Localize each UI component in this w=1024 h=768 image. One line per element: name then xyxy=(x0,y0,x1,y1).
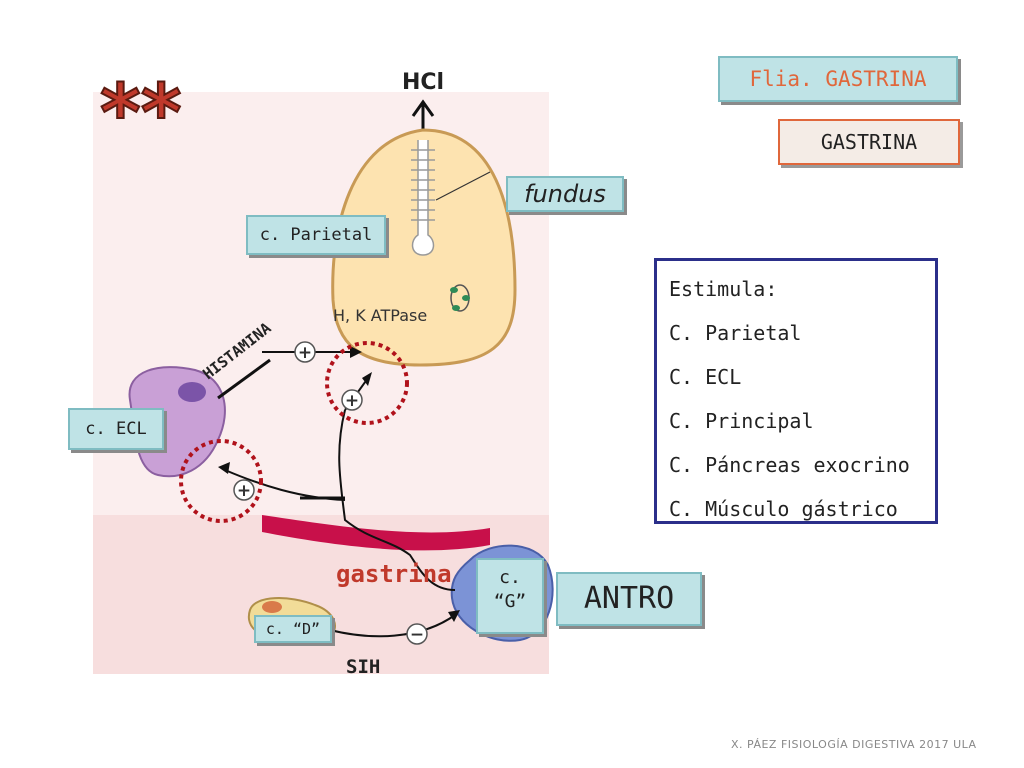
minus-symbol-sih: − xyxy=(406,623,428,645)
asterisks-mark: ** xyxy=(100,69,182,159)
parietal-cell-label-box: c. Parietal xyxy=(246,215,386,255)
gastrin-family-box: Flia. GASTRINA xyxy=(718,56,958,102)
svg-text:−: − xyxy=(410,625,424,645)
fundus-pointer-line xyxy=(435,171,491,201)
atpase-label: H, K ATPase xyxy=(333,306,428,325)
d-cell-nucleus xyxy=(262,601,282,613)
hcl-arrowhead xyxy=(411,99,435,117)
gastrin-to-ecl-arrowhead xyxy=(218,462,230,474)
stimulates-title: Estimula: xyxy=(669,277,778,301)
sih-label: SIH xyxy=(346,656,381,678)
stimulates-item: C. Principal xyxy=(669,409,814,433)
ecl-cell-label-box: c. ECL xyxy=(68,408,164,450)
plus-symbol-ecl: + xyxy=(233,479,255,501)
gastrin-to-parietal-arrowhead xyxy=(362,372,372,386)
blood-vessel xyxy=(262,515,490,551)
svg-text:+: + xyxy=(237,481,251,501)
d-cell-label-box: c. “D” xyxy=(254,615,332,643)
g-cell-label-line-1: c. xyxy=(499,567,521,588)
g-cell-label-box: c. “G” xyxy=(476,558,544,634)
stimulates-item: C. ECL xyxy=(669,365,742,389)
canaliculus-microvilli xyxy=(411,149,435,221)
svg-text:+: + xyxy=(298,343,312,363)
ecl-nucleus xyxy=(178,382,206,402)
footer-credit: X. PÁEZ FISIOLOGÍA DIGESTIVA 2017 ULA xyxy=(731,738,977,751)
highlight-circle-parietal xyxy=(325,341,409,425)
fundus-label-box: fundus xyxy=(506,176,624,212)
sih-pathway-line xyxy=(329,614,456,638)
highlight-circle-ecl xyxy=(179,439,263,523)
histamine-line xyxy=(217,358,271,400)
stimulates-list-box: Estimula: C. Parietal C. ECL C. Principa… xyxy=(654,258,938,524)
hcl-label: HCl xyxy=(402,70,445,95)
stimulates-item: C. Músculo gástrico xyxy=(669,497,898,521)
svg-text:+: + xyxy=(345,391,359,411)
antro-label-box: ANTRO xyxy=(556,572,702,626)
gastrin-pathway-line xyxy=(338,409,456,591)
histamine-arrowhead xyxy=(350,346,362,358)
gastrina-hormone-label: gastrina xyxy=(336,560,452,588)
gastrin-hormone-box: GASTRINA xyxy=(778,119,960,165)
stimulates-item: C. Parietal xyxy=(669,321,802,345)
plus-symbol-parietal: + xyxy=(341,389,363,411)
pump-symbol xyxy=(450,284,470,312)
stimulates-item: C. Páncreas exocrino xyxy=(669,453,910,477)
plus-symbol-histamine: + xyxy=(294,341,316,363)
parietal-canaliculus xyxy=(411,140,435,256)
g-cell-label-line-2: “G” xyxy=(493,591,527,612)
sih-arrowhead xyxy=(448,610,460,622)
